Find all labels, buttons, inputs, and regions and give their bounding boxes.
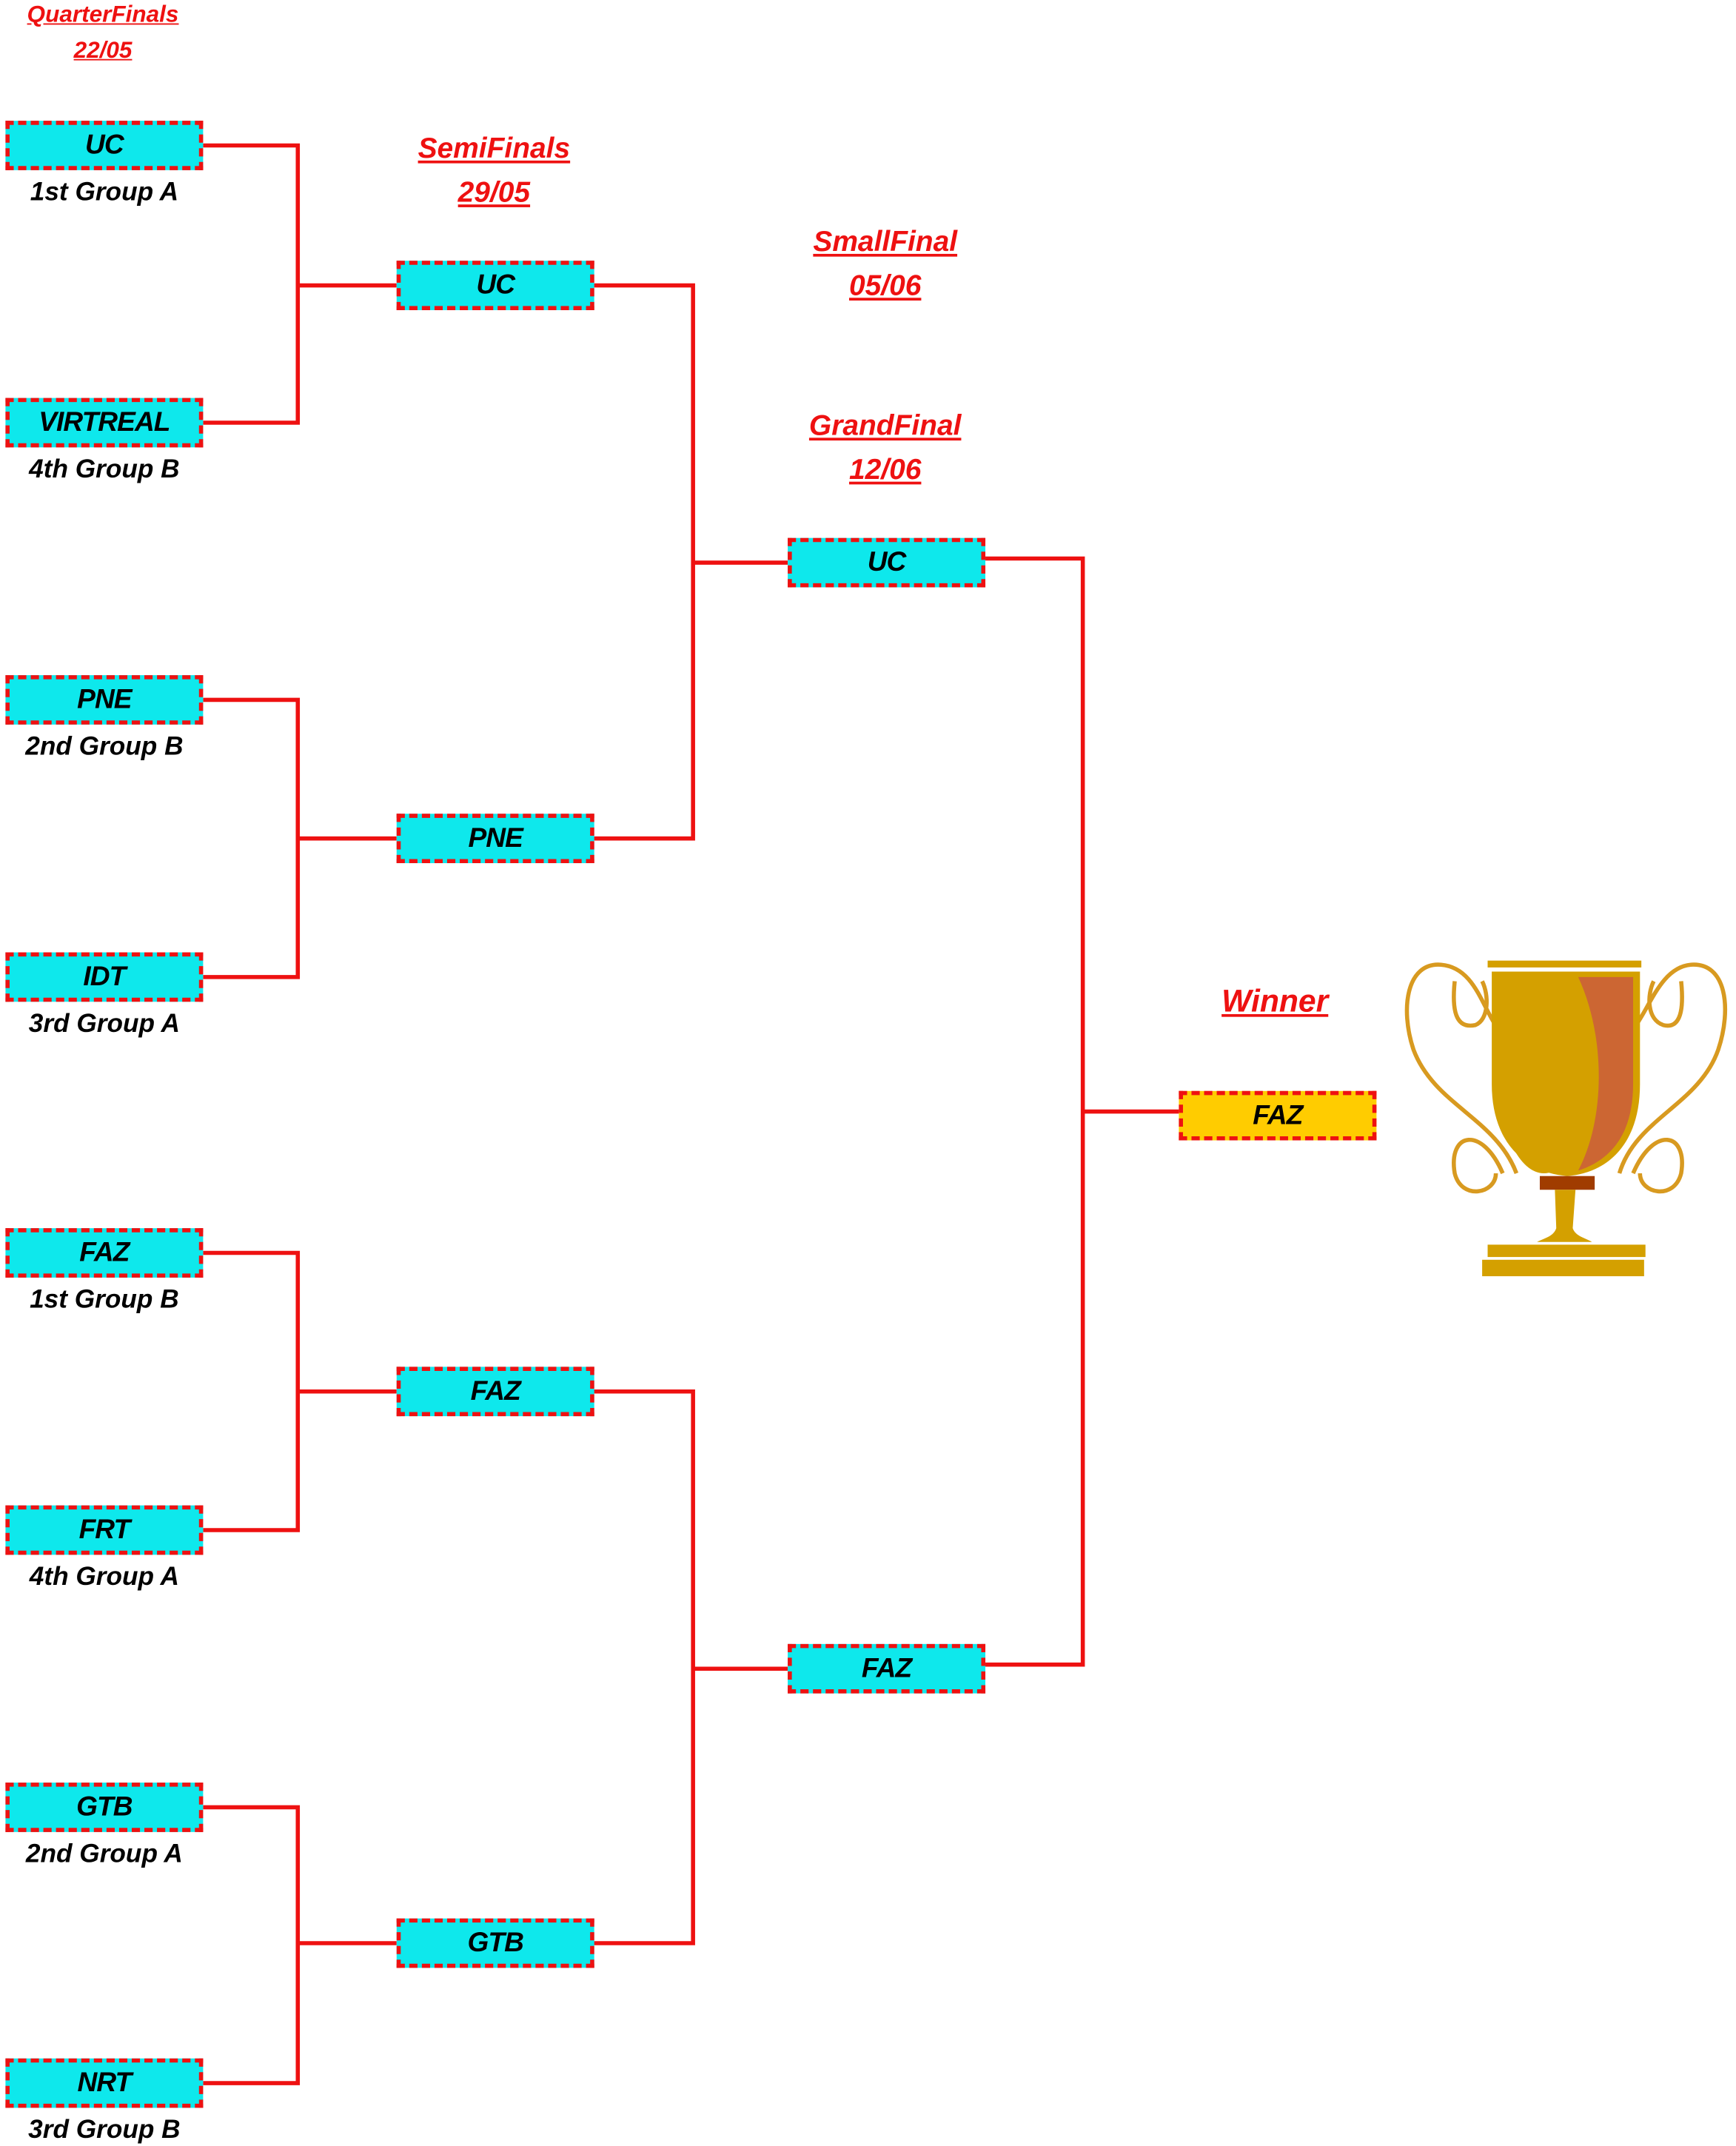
bracket-line: [592, 1389, 695, 1945]
grandfinal-header: GrandFinal 12/06: [748, 405, 1022, 493]
quarterfinal-team-box: UC: [5, 121, 204, 170]
bracket-line: [592, 283, 695, 841]
round-date: 29/05: [458, 177, 531, 209]
final-team-box: FAZ: [788, 1643, 986, 1694]
quarterfinals-header: QuarterFinals 22/05: [0, 0, 240, 69]
semifinals-header: SemiFinals 29/05: [357, 127, 631, 215]
quarterfinal-team-box: FAZ: [5, 1228, 204, 1278]
trophy-icon: [1404, 960, 1727, 1277]
seed-label: 2nd Group A: [25, 1840, 183, 1869]
semifinal-team-box: PNE: [396, 814, 594, 864]
quarterfinal-team-box: IDT: [5, 952, 204, 1002]
quarterfinal-team-box: VIRTREAL: [5, 398, 204, 448]
bracket-line: [203, 697, 301, 979]
quarterfinal-team-box: NRT: [5, 2058, 204, 2108]
round-title: SemiFinals: [418, 133, 571, 165]
seed-label: 4th Group A: [29, 1563, 179, 1592]
seed-label: 1st Group A: [30, 178, 179, 207]
round-date: 05/06: [848, 270, 922, 302]
bracket-line: [203, 1250, 301, 1532]
round-date: 12/06: [848, 454, 922, 486]
seed-label: 2nd Group B: [25, 732, 184, 762]
round-title: GrandFinal: [808, 410, 962, 442]
quarterfinal-team-box: GTB: [5, 1783, 204, 1832]
seed-label: 3rd Group B: [28, 2116, 181, 2145]
seed-label: 1st Group B: [30, 1286, 179, 1315]
seed-label: 3rd Group A: [28, 1010, 180, 1039]
winner-team-box: FAZ: [1179, 1090, 1377, 1141]
quarterfinal-team-box: PNE: [5, 675, 204, 725]
round-title: SmallFinal: [813, 226, 958, 258]
bracket-line: [203, 143, 301, 425]
bracket-line: [985, 556, 1085, 1667]
semifinal-team-box: FAZ: [396, 1367, 594, 1417]
bracket-line: [203, 1805, 301, 2085]
semifinal-team-box: GTB: [396, 1918, 594, 1968]
seed-label: 4th Group B: [29, 455, 180, 485]
winner-header: Winner: [1221, 982, 1329, 1019]
final-team-box: UC: [788, 537, 986, 588]
smallfinal-header: SmallFinal 05/06: [748, 221, 1022, 309]
quarterfinal-team-box: FRT: [5, 1505, 204, 1555]
round-date: 22/05: [73, 37, 133, 64]
round-title: QuarterFinals: [27, 1, 179, 28]
semifinal-team-box: UC: [396, 261, 594, 310]
